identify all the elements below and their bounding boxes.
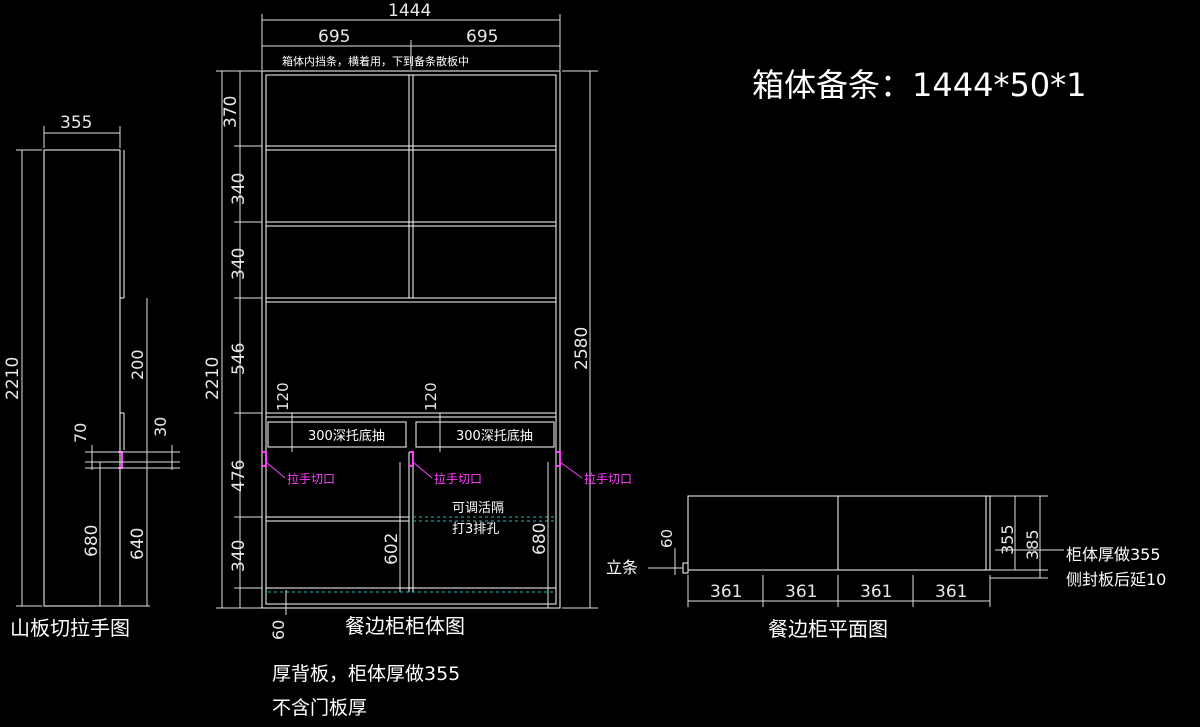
cab-h370: 370 xyxy=(221,96,241,128)
cab-h340a: 340 xyxy=(229,173,249,205)
handle-label-mid: 拉手切口 xyxy=(434,471,482,486)
side-height-dim: 2210 xyxy=(3,357,23,400)
cab-h120a: 120 xyxy=(274,382,292,411)
cab-total-height-dim: 2580 xyxy=(572,327,592,370)
side-lower680-dim: 680 xyxy=(82,525,102,557)
cab-h546: 546 xyxy=(229,343,249,375)
handle-cut-mid-icon xyxy=(409,451,414,467)
drawer-left-label: 300深托底抽 xyxy=(308,428,385,444)
cab-h476: 476 xyxy=(229,460,249,492)
plan-note-1: 柜体厚做355 xyxy=(1066,545,1161,564)
cab-half-left-dim: 695 xyxy=(318,27,350,47)
handle-cut-right-icon xyxy=(556,451,561,467)
plan-view xyxy=(648,495,1064,607)
cabinet-outline xyxy=(261,70,561,609)
plan-depth-355: 355 xyxy=(998,524,1017,555)
plan-note-2: 侧封板后延10 xyxy=(1066,570,1166,589)
plan-outline xyxy=(687,495,991,571)
cab-half-right-dim: 695 xyxy=(466,27,498,47)
plan-depth-385: 385 xyxy=(1023,529,1042,560)
side-panel-outline xyxy=(43,149,121,607)
cab-h680: 680 xyxy=(530,523,550,555)
drawer-right-label: 300深托底抽 xyxy=(456,428,533,444)
handle-label-right: 拉手切口 xyxy=(584,471,632,486)
side-caption: 山板切拉手图 xyxy=(10,616,130,640)
side-view xyxy=(16,126,180,607)
plan-caption: 餐边柜平面图 xyxy=(768,617,888,641)
side-gap70-dim: 70 xyxy=(71,423,90,443)
plan-post-label: 立条 xyxy=(606,558,638,577)
cab-note-bottom-1: 厚背板，柜体厚做355 xyxy=(272,663,460,685)
plan-seg-3: 361 xyxy=(860,582,892,602)
side-upper-dim: 200 xyxy=(128,349,147,380)
drawer-right-outline xyxy=(415,421,555,448)
shelf-note-2: 打3排孔 xyxy=(452,522,499,537)
cab-total-width-dim: 1444 xyxy=(388,1,431,21)
cab-height-2210: 2210 xyxy=(203,357,223,400)
cab-h340b: 340 xyxy=(229,248,249,280)
plan-seg-4: 361 xyxy=(935,582,967,602)
header-title: 箱体备条：1444*50*1 xyxy=(752,66,1087,104)
plan-left-60: 60 xyxy=(658,529,676,548)
plan-seg-2: 361 xyxy=(785,582,817,602)
side-lower640-dim: 640 xyxy=(128,528,148,560)
cab-h60: 60 xyxy=(269,620,288,640)
handle-label-left: 拉手切口 xyxy=(287,471,335,486)
side-gap30-dim: 30 xyxy=(151,417,170,437)
side-width-dim: 355 xyxy=(60,113,92,133)
shelf-note-1: 可调活隔 xyxy=(452,501,504,516)
cab-h602: 602 xyxy=(382,533,402,565)
handle-cut-left-icon xyxy=(262,451,267,467)
cabinet-caption: 餐边柜柜体图 xyxy=(345,614,465,638)
cabinet-elevation xyxy=(216,14,598,615)
cab-note-bottom-2: 不含门板厚 xyxy=(272,697,367,719)
cab-h120b: 120 xyxy=(422,382,440,411)
cab-h340c: 340 xyxy=(229,540,249,572)
drawer-left-outline xyxy=(267,421,407,448)
plan-seg-1: 361 xyxy=(710,582,742,602)
cab-note-top: 箱体内挡条，横着用，下到备条散板中 xyxy=(282,54,469,68)
